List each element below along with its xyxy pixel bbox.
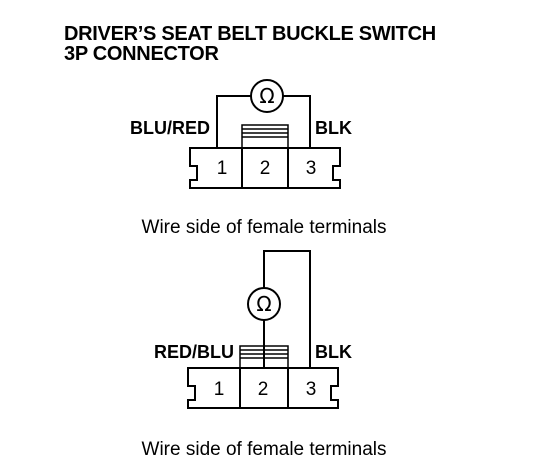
ohm-symbol-1: Ω bbox=[259, 84, 274, 108]
wire-label-left-2: RED/BLU bbox=[154, 342, 234, 362]
wire-label-right-1: BLK bbox=[315, 118, 352, 138]
ohm-symbol-2: Ω bbox=[256, 292, 271, 316]
lead-left-1 bbox=[216, 95, 251, 148]
title-line-1: DRIVER’S SEAT BELT BUCKLE SWITCH bbox=[64, 23, 436, 45]
connector-body-2 bbox=[187, 367, 339, 409]
terminal-1-d2: 1 bbox=[214, 379, 225, 400]
wire-label-left-1: BLU/RED bbox=[130, 118, 210, 138]
caption-2: Wire side of female terminals bbox=[142, 439, 387, 460]
title-line-2: 3P CONNECTOR bbox=[64, 43, 219, 65]
connector-body-1 bbox=[189, 147, 341, 189]
terminal-2-d1: 2 bbox=[260, 158, 271, 179]
lead-right-2 bbox=[263, 250, 311, 368]
terminal-3-d1: 3 bbox=[306, 158, 317, 179]
lead-right-1 bbox=[283, 95, 311, 148]
terminal-3-d2: 3 bbox=[306, 379, 317, 400]
caption-1: Wire side of female terminals bbox=[142, 217, 387, 238]
terminal-2-d2: 2 bbox=[258, 379, 269, 400]
diagram-2: Ω RED/BLU BLK 1 2 3 Wire side of female … bbox=[142, 250, 387, 460]
diagram-1: Ω BLU/RED BLK 1 2 3 Wire side of female … bbox=[130, 79, 387, 238]
wire-label-right-2: BLK bbox=[315, 342, 352, 362]
terminal-1-d1: 1 bbox=[217, 158, 228, 179]
